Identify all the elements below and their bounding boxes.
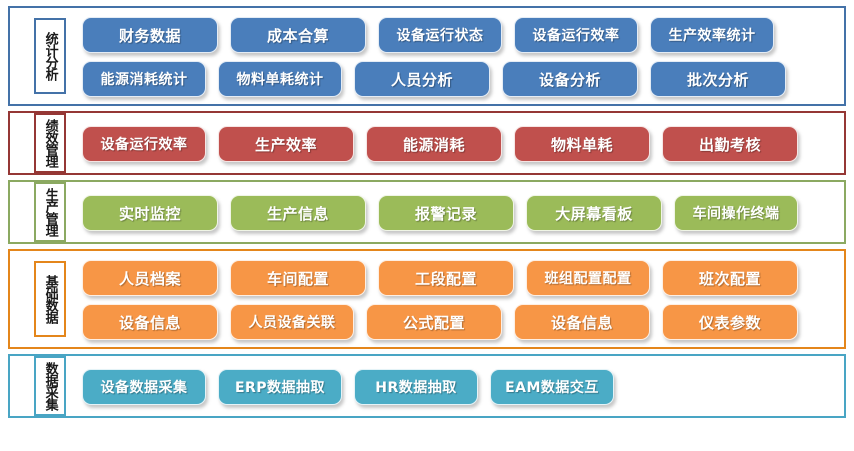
module-button[interactable]: 设备运行效率 [514, 17, 638, 53]
module-button[interactable]: 生产效率统计 [650, 17, 774, 53]
module-button[interactable]: 设备信息 [82, 304, 218, 340]
module-button[interactable]: 设备分析 [502, 61, 638, 97]
module-button[interactable]: 能源消耗统计 [82, 61, 206, 97]
module-button[interactable]: 车间配置 [230, 260, 366, 296]
section-label-statistical-analysis: 统计分析 [42, 32, 58, 80]
section-performance-management: 绩效管理 设备运行效率生产效率能源消耗物料单耗出勤考核 [8, 111, 846, 175]
module-button[interactable]: 设备信息 [514, 304, 650, 340]
module-button[interactable]: ERP数据抽取 [218, 369, 342, 405]
module-button[interactable]: 生产信息 [230, 195, 366, 231]
module-button[interactable]: 设备运行状态 [378, 17, 502, 53]
section-basic-data: 基础数据人员档案车间配置工段配置班组配置配置班次配置设备信息人员设备关联公式配置… [8, 249, 846, 349]
section-statistical-analysis: 统计分析财务数据成本合算设备运行状态设备运行效率生产效率统计能源消耗统计物料单耗… [8, 6, 846, 106]
section-label-production-management: 生产管理 [42, 188, 58, 236]
module-button[interactable]: 车间操作终端 [674, 195, 798, 231]
section-label-performance-management: 绩效管理 [42, 119, 58, 167]
section-rows-production-management: 实时监控生产信息报警记录大屏幕看板车间操作终端 [82, 185, 838, 239]
module-button[interactable]: 公式配置 [366, 304, 502, 340]
module-button[interactable]: 大屏幕看板 [526, 195, 662, 231]
button-row: 设备信息人员设备关联公式配置设备信息仪表参数 [82, 304, 838, 340]
button-row: 设备数据采集 ERP数据抽取 HR数据抽取 EAM数据交互 [82, 369, 838, 405]
module-button[interactable]: 批次分析 [650, 61, 786, 97]
module-button[interactable]: EAM数据交互 [490, 369, 614, 405]
module-button[interactable]: 仪表参数 [662, 304, 798, 340]
section-label-basic-data: 基础数据 [42, 275, 58, 323]
module-button[interactable]: 物料单耗统计 [218, 61, 342, 97]
module-button[interactable]: 班组配置配置 [526, 260, 650, 296]
module-button[interactable]: 人员设备关联 [230, 304, 354, 340]
section-label-box-basic-data: 基础数据 [34, 261, 66, 337]
button-row: 实时监控生产信息报警记录大屏幕看板车间操作终端 [82, 195, 838, 231]
button-row: 能源消耗统计物料单耗统计人员分析设备分析批次分析 [82, 61, 838, 97]
module-button[interactable]: 设备运行效率 [82, 126, 206, 162]
section-label-data-collection: 数据采集 [42, 362, 58, 410]
section-label-box-production-management: 生产管理 [34, 182, 66, 242]
section-rows-basic-data: 人员档案车间配置工段配置班组配置配置班次配置设备信息人员设备关联公式配置设备信息… [82, 254, 838, 344]
module-button[interactable]: 人员分析 [354, 61, 490, 97]
section-rows-statistical-analysis: 财务数据成本合算设备运行状态设备运行效率生产效率统计能源消耗统计物料单耗统计人员… [82, 11, 838, 101]
module-button[interactable]: 实时监控 [82, 195, 218, 231]
module-button[interactable]: 成本合算 [230, 17, 366, 53]
button-row: 设备运行效率生产效率能源消耗物料单耗出勤考核 [82, 126, 838, 162]
module-button[interactable]: 能源消耗 [366, 126, 502, 162]
module-button[interactable]: 财务数据 [82, 17, 218, 53]
module-button[interactable]: 报警记录 [378, 195, 514, 231]
section-rows-performance-management: 设备运行效率生产效率能源消耗物料单耗出勤考核 [82, 116, 838, 170]
module-button[interactable]: 物料单耗 [514, 126, 650, 162]
section-production-management: 生产管理 实时监控生产信息报警记录大屏幕看板车间操作终端 [8, 180, 846, 244]
section-label-box-statistical-analysis: 统计分析 [34, 18, 66, 94]
module-button[interactable]: 班次配置 [662, 260, 798, 296]
module-button[interactable]: 工段配置 [378, 260, 514, 296]
module-button[interactable]: 人员档案 [82, 260, 218, 296]
button-row: 人员档案车间配置工段配置班组配置配置班次配置 [82, 260, 838, 296]
section-label-box-performance-management: 绩效管理 [34, 113, 66, 173]
module-button[interactable]: 设备数据采集 [82, 369, 206, 405]
section-rows-data-collection: 设备数据采集 ERP数据抽取 HR数据抽取 EAM数据交互 [82, 359, 838, 413]
module-button[interactable]: HR数据抽取 [354, 369, 478, 405]
module-button[interactable]: 生产效率 [218, 126, 354, 162]
button-row: 财务数据成本合算设备运行状态设备运行效率生产效率统计 [82, 17, 838, 53]
module-button[interactable]: 出勤考核 [662, 126, 798, 162]
section-data-collection: 数据采集 设备数据采集 ERP数据抽取 HR数据抽取 EAM数据交互 [8, 354, 846, 418]
section-label-box-data-collection: 数据采集 [34, 356, 66, 416]
